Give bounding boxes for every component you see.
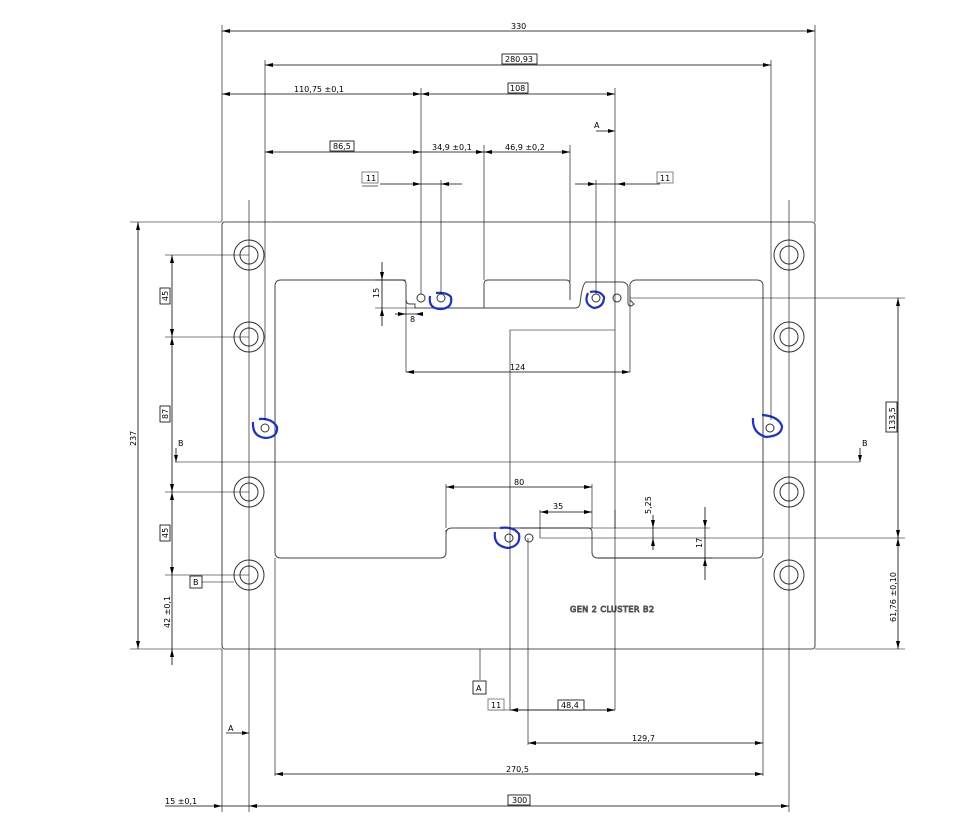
dim-left-pitch-top: 45 [161, 291, 170, 301]
extension-lines [130, 25, 905, 812]
pin-hole-right [765, 423, 775, 433]
markup-circles [251, 290, 784, 550]
markup-circle-top-left [428, 291, 453, 311]
locating-holes [260, 293, 775, 543]
markup-circle-top-right [585, 290, 606, 310]
dim-slot-width: 124 [510, 363, 525, 372]
engraving-label: GEN 2 CLUSTER B2 [570, 605, 655, 614]
datum-b-right: B [862, 439, 868, 448]
markup-circle-right [751, 413, 784, 439]
pin-hole-top-a [416, 293, 426, 303]
pin-hole-top-c [591, 293, 601, 303]
datum-a-box: A [476, 684, 482, 693]
markup-circle-left [251, 417, 279, 440]
dim-edge-offset: 15 ±0,1 [165, 797, 197, 806]
dim-left-pitch-mid: 87 [161, 409, 170, 419]
dim-overall-width: 330 [511, 22, 526, 31]
dim-bottom-offset: 48,4 [561, 701, 579, 710]
dim-lower-height: 17 [695, 538, 704, 548]
dim-right-bottom: 61,76 ±0,10 [889, 572, 898, 622]
datum-a-bottom: A [228, 724, 234, 733]
dim-small-offset: 5,25 [644, 496, 653, 514]
pin-hole-top-d [612, 293, 622, 303]
dim-center-span: 108 [510, 84, 525, 93]
dim-vert-span-right: 133,5 [888, 407, 897, 430]
tol-bottom: 11 [491, 701, 501, 710]
datum-b-box: B [193, 578, 199, 587]
plate-outline [221, 221, 816, 650]
dim-bottom-span: 129,7 [632, 734, 655, 743]
dim-left-bottom: 42 ±0,1 [163, 596, 172, 628]
tol-top-right: 11 [660, 174, 670, 183]
dim-left-offset: 86,5 [333, 142, 351, 151]
dim-overall-height: 237 [129, 431, 138, 446]
dim-left-to-center: 110,75 ±0,1 [294, 85, 344, 94]
tol-top-left: 11 [366, 174, 376, 183]
datum-a-top: A [594, 121, 600, 130]
dim-hole-offset-a: 34,9 ±0,1 [432, 143, 472, 152]
dim-left-pitch-bottom: 45 [161, 528, 170, 538]
dim-lower-slot-width: 80 [514, 478, 524, 487]
pin-hole-bottom-a [504, 533, 514, 543]
dim-bottom-width: 270,5 [506, 765, 529, 774]
pin-hole-bottom-b [524, 533, 534, 543]
dim-hole-span-top: 280,93 [505, 55, 533, 64]
pin-hole-left [260, 423, 270, 433]
dim-slot-offset: 8 [410, 315, 415, 324]
dim-lower-offset: 35 [553, 502, 563, 511]
dimension-labels: 330 280,93 110,75 ±0,1 108 A 86,5 34,9 ±… [129, 22, 898, 806]
datum-b-left: B [178, 439, 184, 448]
dimension-lines [136, 29, 900, 808]
dim-hole-offset-b: 46,9 ±0,2 [505, 143, 545, 152]
slot-divider-left [483, 279, 571, 308]
main-cutout [274, 279, 764, 559]
pin-hole-top-b [436, 293, 446, 303]
dim-slot-height: 15 [372, 288, 381, 298]
markup-circle-bottom [493, 526, 521, 550]
dim-bottom-total: 300 [512, 796, 527, 805]
